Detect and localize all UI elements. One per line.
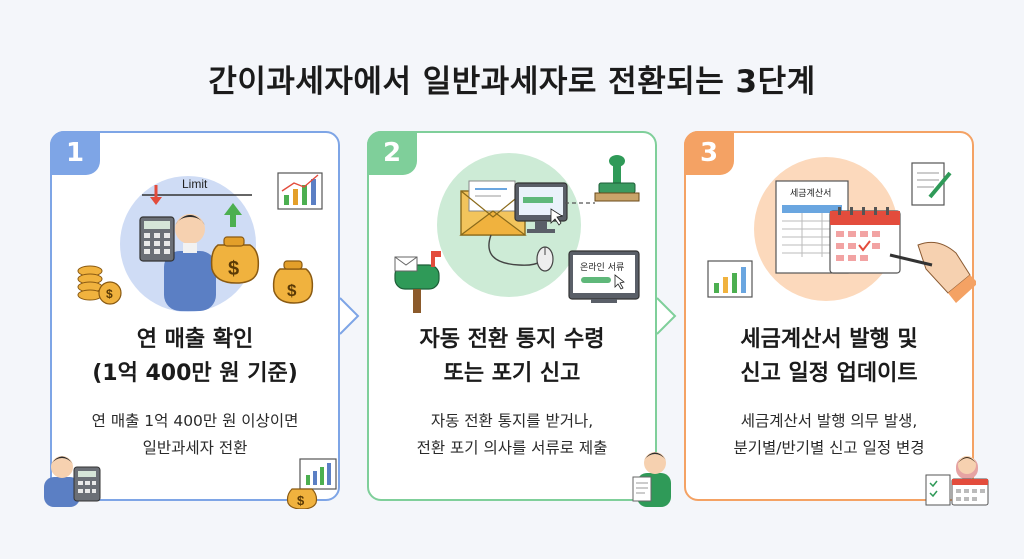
step-2-illustration: 온라인 서류 <box>394 153 640 313</box>
pen-icon <box>889 241 976 303</box>
person-calculator-icon <box>44 456 101 507</box>
step-description-line-2: 일반과세자 전환 <box>142 439 248 457</box>
online-document-monitor-icon: 온라인 서류 <box>568 250 640 303</box>
step-heading-line-2: 또는 포기 신고 <box>443 361 581 386</box>
step-card-3: 3 세금계산서 <box>684 131 989 506</box>
stamp-icon <box>565 155 640 204</box>
calculator-icon <box>139 216 175 262</box>
money-bag-small-icon: $ <box>272 260 314 304</box>
chart-icon <box>277 172 323 210</box>
step-description-line-1: 세금계산서 발행 의무 발생, <box>740 412 918 430</box>
step-description-line-2: 분기별/반기별 신고 일정 변경 <box>733 439 925 457</box>
step-description-line-1: 연 매출 1억 400만 원 이상이면 <box>91 412 299 430</box>
person-icon <box>164 214 216 311</box>
step-number-badge: 3 <box>684 131 734 175</box>
red-down-arrow-icon <box>150 185 162 205</box>
online-document-label: 온라인 서류 <box>580 262 624 273</box>
step-number-badge: 2 <box>367 131 417 175</box>
monitor-icon <box>514 182 568 233</box>
step-description-line-2: 전환 포기 의사를 서류로 제출 <box>416 439 608 457</box>
mailbox-icon <box>394 251 441 313</box>
step-heading-line-1: 자동 전환 통지 수령 <box>419 327 605 352</box>
calendar-icon <box>829 207 901 274</box>
chart-icon <box>707 260 753 298</box>
coins-icon: $ <box>77 265 122 305</box>
document-icon <box>911 162 952 206</box>
step-heading: 세금계산서 발행 및 신고 일정 업데이트 <box>692 323 966 391</box>
svg-text:$: $ <box>287 281 297 300</box>
person-document-icon <box>632 452 671 507</box>
svg-text:$: $ <box>228 258 239 280</box>
step-card-1: 1 Limit $ <box>44 131 340 509</box>
step-heading-line-1: 세금계산서 발행 및 <box>740 327 918 352</box>
step-number-badge: 1 <box>50 131 100 175</box>
step-heading-line-2: (1억 400만 원 기준) <box>92 361 298 386</box>
mouse-icon <box>488 234 554 272</box>
step-description-line-1: 자동 전환 통지를 받거나, <box>430 412 594 430</box>
page-title: 간이과세자에서 일반과세자로 전환되는 3단계 <box>208 64 816 100</box>
svg-text:$: $ <box>297 493 305 508</box>
person-calendar-icon <box>925 456 989 506</box>
step-heading: 연 매출 확인 (1억 400만 원 기준) <box>58 323 332 391</box>
green-up-arrow-icon <box>224 203 242 227</box>
next-step-arrow <box>656 297 677 335</box>
step-3-illustration: 세금계산서 <box>707 157 976 303</box>
chart-money-icon: $ <box>286 458 337 509</box>
step-description: 자동 전환 통지를 받거나, 전환 포기 의사를 서류로 제출 <box>375 408 649 462</box>
step-heading-line-2: 신고 일정 업데이트 <box>740 361 918 386</box>
step-heading-line-1: 연 매출 확인 <box>136 327 254 352</box>
step-1-illustration: Limit $ <box>77 172 323 312</box>
envelope-icon <box>459 180 527 236</box>
limit-label: Limit <box>182 177 208 191</box>
step-description: 세금계산서 발행 의무 발생, 분기별/반기별 신고 일정 변경 <box>692 408 966 462</box>
step-card-2: 2 <box>367 131 671 507</box>
step-heading: 자동 전환 통지 수령 또는 포기 신고 <box>375 323 649 391</box>
invoice-label: 세금계산서 <box>790 187 831 199</box>
step-description: 연 매출 1억 400만 원 이상이면 일반과세자 전환 <box>58 408 332 462</box>
money-bag-icon: $ <box>210 236 260 284</box>
next-step-arrow <box>339 297 360 335</box>
svg-text:$: $ <box>106 287 113 301</box>
